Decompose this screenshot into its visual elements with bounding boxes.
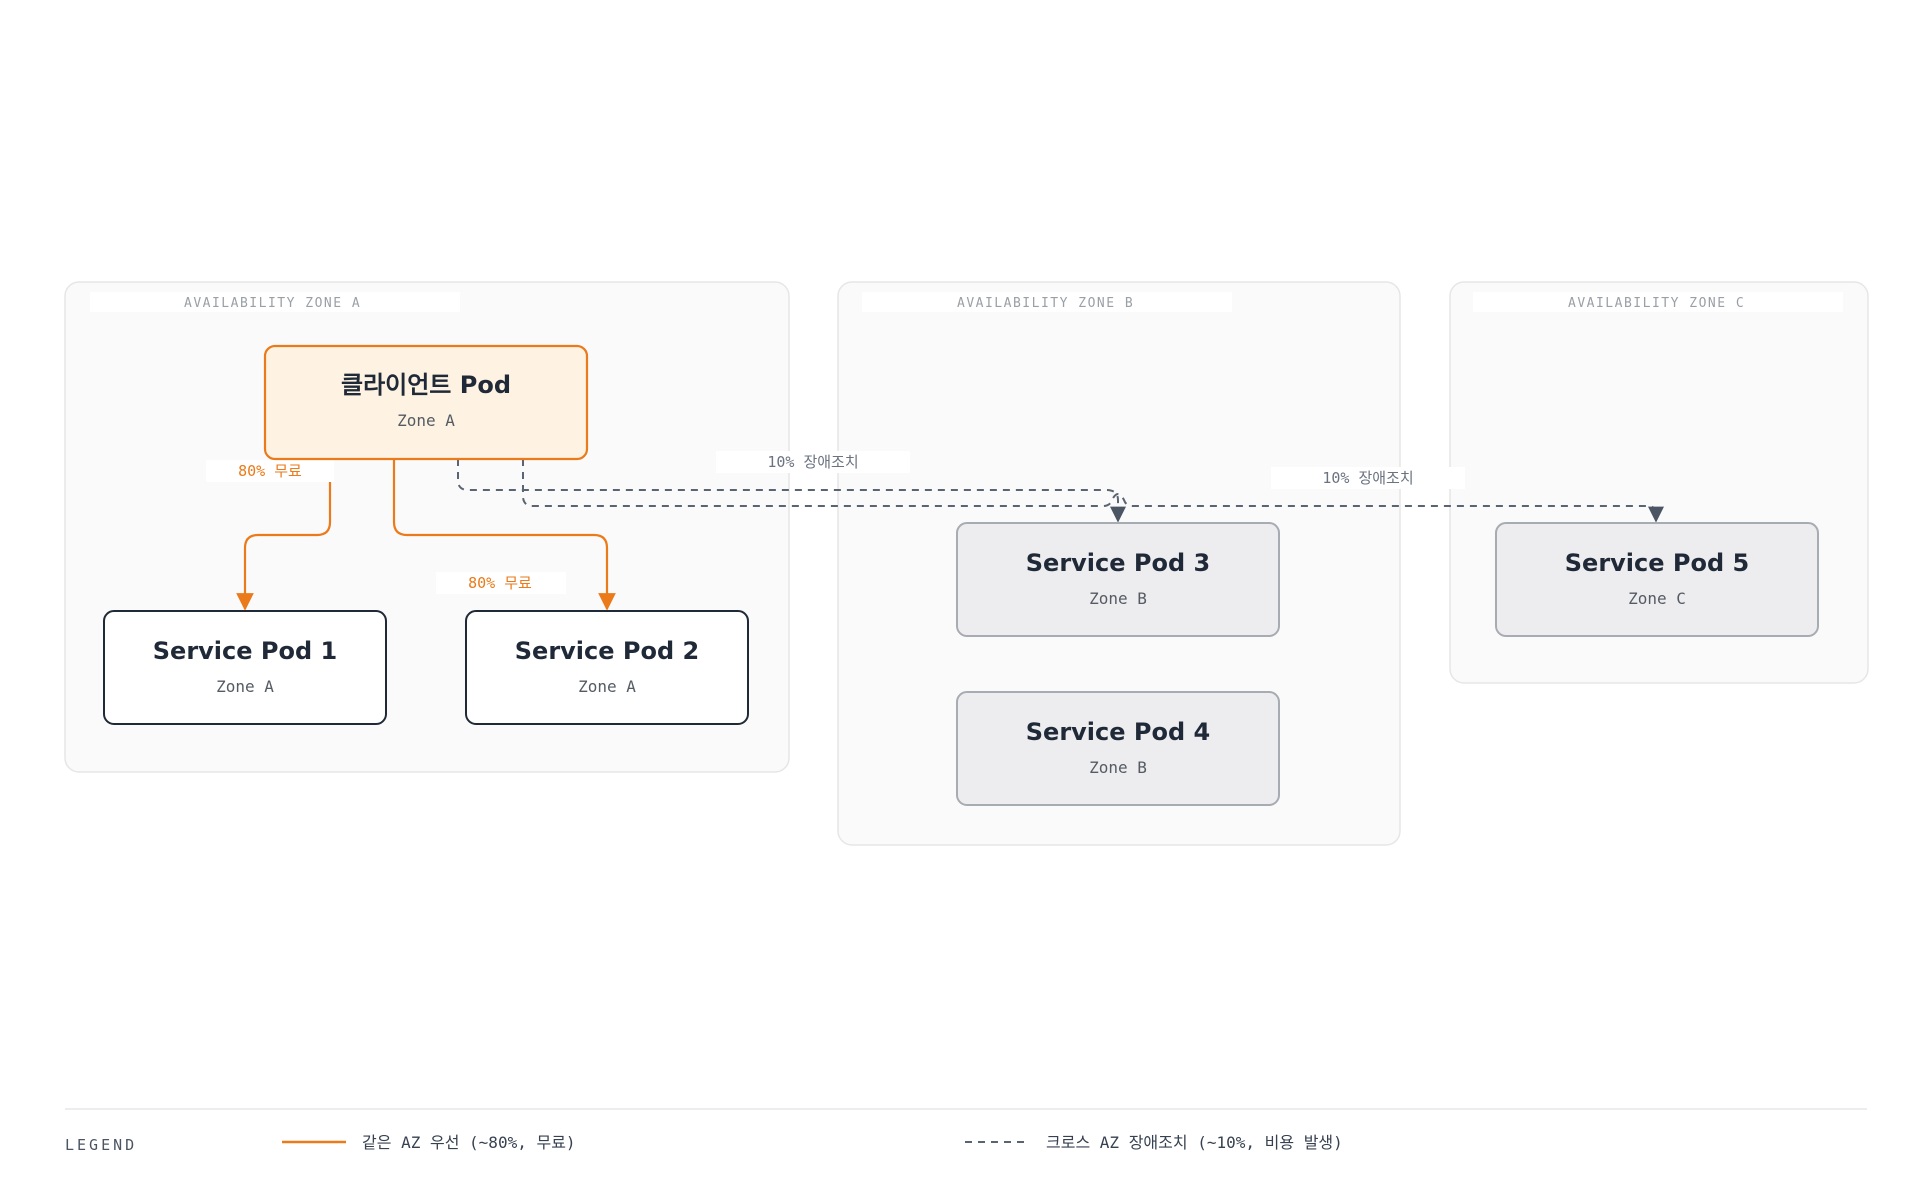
zone-c-label: AVAILABILITY ZONE C [1568, 296, 1745, 311]
service-pod-5-node[interactable]: Service Pod 5 Zone C [1495, 522, 1819, 637]
service-pod-4-title: Service Pod 4 [1026, 718, 1210, 746]
edge-label-pod2: 80% 무료 [436, 572, 566, 594]
edge-client-to-pod5 [522, 459, 1664, 523]
client-pod-zone: Zone A [397, 411, 455, 430]
service-pod-1-zone: Zone A [216, 677, 274, 696]
service-pod-3-node[interactable]: Service Pod 3 Zone B [956, 522, 1280, 637]
svg-text:10% 장애조치: 10% 장애조치 [767, 453, 858, 471]
service-pod-3-zone: Zone B [1089, 589, 1147, 608]
service-pod-3-title: Service Pod 3 [1026, 549, 1210, 577]
edge-label-pod3: 10% 장애조치 [716, 451, 910, 473]
service-pod-2-title: Service Pod 2 [515, 637, 699, 665]
zone-b-label: AVAILABILITY ZONE B [957, 296, 1134, 311]
zone-a-label: AVAILABILITY ZONE A [184, 296, 361, 311]
svg-text:80% 무료: 80% 무료 [238, 462, 302, 480]
service-pod-5-zone: Zone C [1628, 589, 1686, 608]
legend-cross-az-label: 크로스 AZ 장애조치 (~10%, 비용 발생) [1046, 1133, 1343, 1152]
edge-label-pod1: 80% 무료 [206, 460, 334, 482]
svg-text:10% 장애조치: 10% 장애조치 [1322, 469, 1413, 487]
svg-text:80% 무료: 80% 무료 [468, 574, 532, 592]
service-pod-2-zone: Zone A [578, 677, 636, 696]
client-pod-title: 클라이언트 Pod [341, 371, 511, 399]
service-pod-1-node[interactable]: Service Pod 1 Zone A [103, 610, 387, 725]
service-pod-4-node[interactable]: Service Pod 4 Zone B [956, 691, 1280, 806]
service-pod-1-title: Service Pod 1 [153, 637, 337, 665]
edge-client-to-pod1 [236, 482, 332, 611]
service-pod-5-title: Service Pod 5 [1565, 549, 1749, 577]
client-pod-node[interactable]: 클라이언트 Pod Zone A [263, 344, 589, 461]
legend-same-az-label: 같은 AZ 우선 (~80%, 무료) [362, 1133, 576, 1152]
edge-client-to-pod3 [457, 459, 1126, 523]
edge-label-pod5: 10% 장애조치 [1271, 467, 1465, 489]
service-pod-4-zone: Zone B [1089, 758, 1147, 777]
service-pod-2-node[interactable]: Service Pod 2 Zone A [465, 610, 749, 725]
legend-title: LEGEND [65, 1136, 137, 1154]
edge-client-to-pod2 [392, 459, 616, 611]
legend: LEGEND 같은 AZ 우선 (~80%, 무료) 크로스 AZ 장애조치 (… [65, 1108, 1867, 1154]
